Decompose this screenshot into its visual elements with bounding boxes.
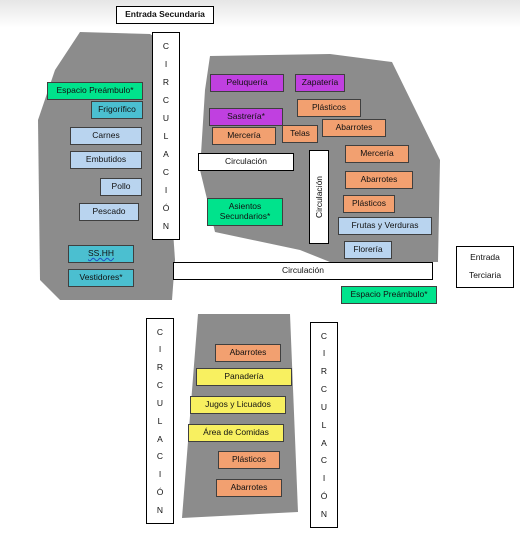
circulacion-letter: U [320, 401, 328, 412]
stall-floreria: Florería [344, 241, 392, 259]
circulacion-letter: C [156, 326, 164, 337]
asientos-line1: Asientos [228, 201, 262, 212]
stall-abarrotes-1: Abarrotes [322, 119, 386, 137]
circulacion-letter: I [158, 344, 162, 355]
espacio-preambulo-right: Espacio Preámbulo* [341, 286, 437, 304]
stall-abarrotes-bottom-1: Abarrotes [215, 344, 281, 362]
stall-frigorifico: Frigorífico [91, 101, 143, 119]
circulacion-letter: N [162, 220, 170, 231]
stall-pescado: Pescado [79, 203, 139, 221]
circulacion-letter: R [320, 366, 328, 377]
stall-merceria-2: Mercería [345, 145, 409, 163]
stall-frutas-verduras: Frutas y Verduras [338, 217, 432, 235]
stall-vestidores: Vestidores* [68, 269, 134, 287]
entrada-terciaria-line2: Terciaria [468, 270, 502, 280]
circulacion-letter: Ó [156, 486, 164, 497]
circulacion-letter: C [320, 455, 328, 466]
stall-embutidos: Embutidos [70, 151, 142, 169]
circulacion-letter: R [156, 362, 164, 373]
circulacion-letter: U [162, 112, 170, 123]
circulacion-letter: C [162, 40, 170, 51]
circulacion-letter: I [322, 348, 326, 359]
stall-pollo: Pollo [100, 178, 142, 196]
asientos-secundarios: Asientos Secundarios* [207, 198, 283, 226]
circulacion-letter: A [163, 148, 169, 159]
stall-plasticos-bottom: Plásticos [218, 451, 280, 469]
circulacion-letter: Ó [320, 490, 328, 501]
circulacion-letter: I [164, 58, 168, 69]
circulacion-letter: U [156, 397, 164, 408]
circulacion-letter: L [163, 130, 169, 141]
circulacion-letter: C [156, 380, 164, 391]
stall-plasticos-1: Plásticos [297, 99, 361, 117]
circulacion-letter: N [320, 508, 328, 519]
stall-sshh: SS.HH [68, 245, 134, 263]
circulacion-letter: I [164, 184, 168, 195]
espacio-preambulo-left: Espacio Preámbulo* [47, 82, 143, 100]
circulacion-letter: C [162, 166, 170, 177]
circulacion-letter: A [321, 437, 327, 448]
entrada-terciaria-line1: Entrada [470, 252, 500, 263]
stall-carnes: Carnes [70, 127, 142, 145]
circulacion-letter: L [157, 415, 163, 426]
circulacion-letter: N [156, 504, 164, 515]
stall-jugos-licuados: Jugos y Licuados [190, 396, 286, 414]
circulacion-letter: R [162, 76, 170, 87]
entrada-secundaria: Entrada Secundaria [116, 6, 214, 24]
asientos-line2: Secundarios* [219, 211, 271, 221]
circulacion-letter: Ó [162, 202, 170, 213]
circulacion-rotated: Circulación [309, 150, 329, 244]
circulacion-letter: C [156, 451, 164, 462]
stall-sastreria: Sastrería* [209, 108, 283, 126]
stall-zapateria: Zapatería [295, 74, 345, 92]
circulacion-letter: I [158, 469, 162, 480]
stall-area-comidas: Área de Comidas [188, 424, 284, 442]
top-bar [0, 0, 520, 28]
stall-peluqueria: Peluquería [210, 74, 284, 92]
sshh-label: SS.HH [88, 248, 114, 259]
circulacion-letter: A [157, 433, 163, 444]
stall-abarrotes-2: Abarrotes [345, 171, 413, 189]
circulacion-main: Circulación [173, 262, 433, 280]
circulacion-letter: C [162, 94, 170, 105]
entrada-terciaria: Entrada Terciaria [456, 246, 514, 288]
circulacion-rotated-label: Circulación [314, 175, 325, 219]
stall-panaderia: Panadería [196, 368, 292, 386]
stall-abarrotes-bottom-2: Abarrotes [216, 479, 282, 497]
circulacion-center: Circulación [198, 153, 294, 171]
circulacion-letter: C [320, 384, 328, 395]
circulacion-letter: C [320, 330, 328, 341]
stall-merceria-1: Mercería [212, 127, 276, 145]
circulacion-letter: L [321, 419, 327, 430]
circulacion-letter: I [322, 473, 326, 484]
stall-plasticos-2: Plásticos [343, 195, 395, 213]
stall-telas: Telas [282, 125, 318, 143]
